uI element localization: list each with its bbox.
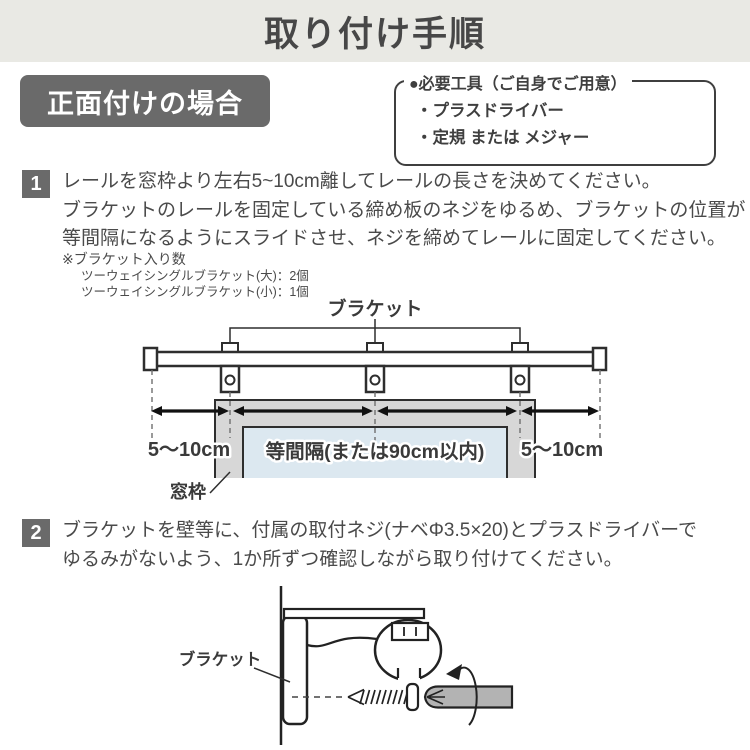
- note-line: ツーウェイシングルブラケット(大)：2個: [81, 269, 309, 283]
- screwdriver: [423, 685, 514, 709]
- screw-hole: [369, 374, 381, 386]
- tools-box-title: ●必要工具（ご自身でご用意）: [404, 70, 632, 94]
- tools-item: ・プラスドライバー: [416, 102, 564, 120]
- step1-text: レールを窓枠より左右5~10cm離してレールの長さを決めてください。 ブラケット…: [62, 168, 745, 254]
- guide-lines: [151, 370, 601, 443]
- step1-number-badge: 1: [22, 170, 50, 198]
- window-label-pointer: [209, 471, 231, 494]
- window-frame-border: [214, 399, 536, 478]
- screw-hole: [514, 374, 526, 386]
- rail-profile-gap: [398, 667, 420, 683]
- step1-line: 等間隔になるようにスライドさせ、ネジを締めてレールに固定してください。: [62, 228, 726, 249]
- step2-text: ブラケットを壁等に、付属の取付ネジ(ナベΦ3.5×20)とプラスドライバーで ゆ…: [62, 517, 697, 574]
- tools-item: ・定規 または メジャー: [416, 129, 590, 147]
- mounting-screw: [347, 688, 409, 706]
- screw-hole: [224, 374, 236, 386]
- bracket-plate: [281, 614, 309, 726]
- rotation-arrow-arc: [458, 666, 478, 726]
- header-band: 取り付け手順: [0, 0, 750, 62]
- measure-center-label: 等間隔(または90cm以内): [265, 440, 485, 463]
- screwdriver-tip-icon: [426, 689, 445, 705]
- tools-box: ●必要工具（ご自身でご用意） ・プラスドライバー ・定規 または メジャー: [394, 70, 716, 166]
- arrowheads: [151, 406, 599, 416]
- step2-line: ブラケットを壁等に、付属の取付ネジ(ナベΦ3.5×20)とプラスドライバーで: [62, 520, 697, 541]
- section-badge-label: 正面付けの場合: [47, 88, 243, 119]
- step2-number-badge: 2: [22, 519, 50, 547]
- window-glass-border: [242, 426, 508, 478]
- rail-clamp: [390, 621, 430, 642]
- rail-end-cap: [142, 346, 159, 372]
- screw-head: [405, 682, 420, 712]
- rail-end-cap: [591, 346, 608, 372]
- bracket-label-pointer: [253, 667, 291, 683]
- page-title: 取り付け手順: [263, 14, 486, 54]
- measure-left-label: 5～10cm: [148, 439, 230, 461]
- measure-right-label: 5～10cm: [521, 439, 603, 461]
- step2-number: 2: [30, 521, 42, 544]
- step1-number: 1: [30, 172, 42, 195]
- section-badge: 正面付けの場合: [20, 75, 270, 127]
- window-glass: [243, 427, 507, 478]
- bracket-count-note: ツーウェイシングルブラケット(大)：2個 ツーウェイシングルブラケット(小)：1…: [81, 269, 309, 300]
- note-line: ツーウェイシングルブラケット(小)：1個: [81, 284, 309, 299]
- bracket-label: ブラケット: [180, 649, 261, 669]
- rail-installation-diagram: ブラケット: [142, 297, 608, 505]
- tools-list: ・プラスドライバー ・定規 または メジャー: [416, 98, 589, 152]
- bracket-arm-curve: [306, 636, 378, 648]
- bracket-count-note-title: ※ブラケット入り数: [62, 251, 186, 267]
- curtain-rail: [148, 350, 602, 368]
- bracket-connector-line: [229, 327, 521, 343]
- rotation-arrowhead: [446, 664, 462, 680]
- step1-line: レールを窓枠より左右5~10cm離してレールの長さを決めてください。: [62, 171, 661, 192]
- bracket-mount-diagram: ブラケット: [180, 586, 514, 745]
- bracket-label: ブラケット: [327, 297, 422, 320]
- window-frame-label: 窓枠: [170, 481, 206, 502]
- step1-line: ブラケットのレールを固定している締め板のネジをゆるめ、ブラケットの位置が: [62, 199, 746, 221]
- step2-line: ゆるみがないよう、1か所ずつ確認しながら取り付けてください。: [62, 548, 623, 570]
- bracket-arm: [282, 607, 426, 620]
